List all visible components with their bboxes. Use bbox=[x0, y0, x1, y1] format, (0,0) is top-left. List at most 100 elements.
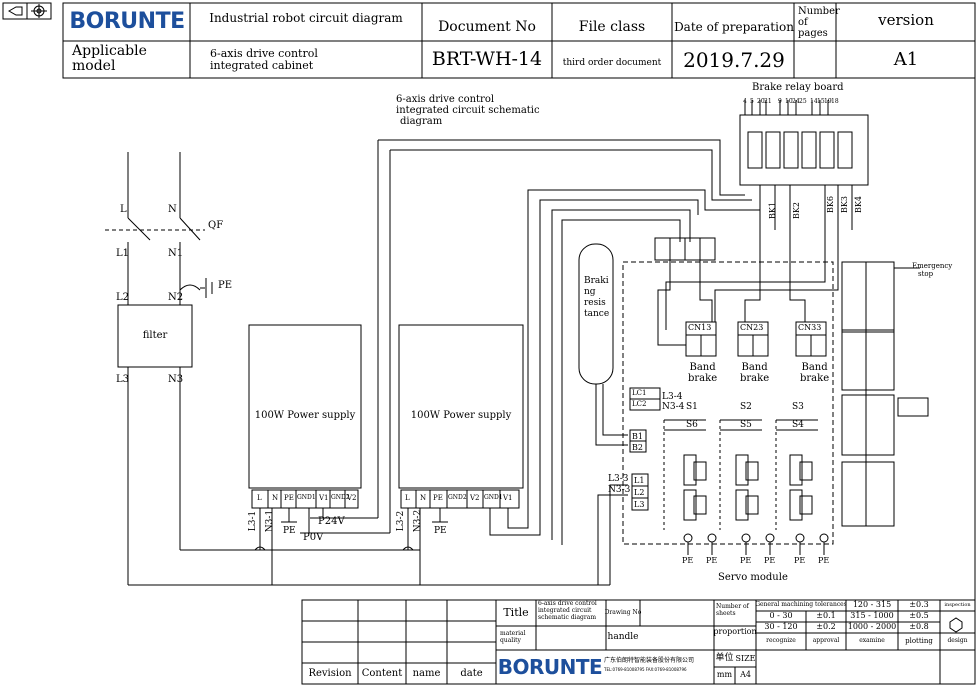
l1-label: L1 bbox=[116, 248, 130, 259]
tb-recognize: recognize bbox=[766, 637, 796, 645]
tb-tol-r1c2: ±0.1 bbox=[816, 611, 836, 621]
tb-proportion: proportion bbox=[713, 626, 757, 636]
power-supply-2: 100W Power supply bbox=[410, 409, 512, 421]
tb-material: material quality bbox=[500, 630, 526, 644]
relay-pin-14: 14 bbox=[810, 98, 818, 105]
tb-unit: 单位 bbox=[715, 653, 734, 664]
tb-title-value: 6-axis drive control integrated circuit … bbox=[538, 600, 597, 621]
servo-pe-6: PE bbox=[818, 556, 830, 565]
l3-label: L3 bbox=[116, 374, 130, 385]
relay-pin-19: 19 bbox=[824, 98, 832, 105]
tb-tol-r1c4: ±0.5 bbox=[909, 611, 929, 621]
tb-unit-value: mm bbox=[716, 670, 733, 680]
bk4-label: BK4 bbox=[853, 196, 863, 213]
tb-revision: Revision bbox=[308, 667, 352, 679]
ps1-term-pe: PE bbox=[284, 494, 294, 502]
servo-pe-5: PE bbox=[794, 556, 806, 565]
tb-inspection: inspection bbox=[944, 601, 971, 608]
hexagon-icon bbox=[949, 617, 963, 633]
servo-l1: L1 bbox=[634, 476, 645, 485]
relay-pin-15: 15 bbox=[817, 98, 825, 105]
servo-l3: L3 bbox=[634, 500, 645, 509]
ps2-n-wire: N3-2 bbox=[413, 509, 424, 533]
brake-relay-board-label: Brake relay board bbox=[752, 82, 844, 93]
l33-label: L3-3 bbox=[608, 474, 629, 484]
l34-label: L3-4 bbox=[662, 392, 683, 402]
tb-size: SIZE bbox=[735, 653, 756, 663]
tb-name: name bbox=[412, 667, 441, 679]
schematic-title: 6-axis drive control integrated circuit … bbox=[396, 94, 540, 127]
n2-label: N2 bbox=[168, 292, 184, 303]
qf-label: QF bbox=[208, 220, 224, 231]
servo-pe-2: PE bbox=[706, 556, 718, 565]
ps1-term-gnd2: GND2 bbox=[331, 494, 350, 501]
ps1-term-n: N bbox=[272, 494, 279, 502]
tb-tol-r2c2: ±0.2 bbox=[816, 622, 836, 632]
s1-label: S1 bbox=[686, 402, 698, 412]
bk3-label: BK3 bbox=[839, 196, 849, 213]
ps1-term-l: L bbox=[257, 494, 262, 502]
n33-label: N3-3 bbox=[608, 485, 631, 495]
date-value: 2019.7.29 bbox=[683, 47, 785, 72]
document-title: Industrial robot circuit diagram bbox=[209, 10, 403, 25]
file-class-value: third order document bbox=[562, 58, 662, 69]
ps2-term-gnd2: GND2 bbox=[448, 494, 467, 501]
cn23-label: CN23 bbox=[740, 323, 764, 332]
tb-date: date bbox=[460, 667, 483, 679]
relay-pin-10: 10 bbox=[785, 98, 793, 105]
s5-label: S5 bbox=[740, 420, 752, 430]
s4-label: S4 bbox=[792, 420, 804, 430]
servo-pe-1: PE bbox=[682, 556, 694, 565]
ps2-term-v1: V1 bbox=[503, 494, 513, 502]
company-logo: BORUNTE bbox=[69, 9, 185, 35]
tb-title-label: Title bbox=[503, 606, 529, 620]
tb-drawing-no: Drawing No bbox=[604, 608, 642, 616]
relay-pin-18: 18 bbox=[831, 98, 839, 105]
relay-pin-25: 25 bbox=[799, 98, 807, 105]
relay-pin-20: 20 bbox=[757, 98, 765, 105]
tb-plotting: plotting bbox=[905, 636, 933, 645]
tb-logo: BORUNTE bbox=[497, 654, 603, 679]
ps1-term-gnd1: GND1 bbox=[297, 494, 316, 501]
date-label: Date of preparation bbox=[674, 19, 794, 34]
tb-content: Content bbox=[361, 667, 403, 679]
bk2-label: BK2 bbox=[791, 202, 801, 219]
n1-label: N1 bbox=[168, 248, 184, 259]
cn13-label: CN13 bbox=[688, 323, 712, 332]
b1-label: B1 bbox=[632, 432, 643, 441]
projection-icon bbox=[7, 6, 23, 16]
ps2-l-wire: L3-2 bbox=[396, 510, 407, 532]
tb-tol-r2c1: 30 - 120 bbox=[764, 622, 798, 632]
version-value: A1 bbox=[893, 48, 919, 70]
l2-label: L2 bbox=[116, 292, 130, 303]
p0v-label: P0V bbox=[303, 532, 324, 543]
tb-size-value: A4 bbox=[740, 670, 751, 680]
tb-approval: approval bbox=[812, 637, 840, 645]
bk6-label: BK6 bbox=[825, 196, 835, 213]
ps1-n-wire: N3-1 bbox=[265, 509, 276, 533]
relay-pin-21: 21 bbox=[764, 98, 772, 105]
tb-tol-r1c3: 315 - 1000 bbox=[850, 611, 894, 621]
tb-tol-r2c3: 1000 - 2000 bbox=[847, 622, 897, 632]
tb-tol-r1c1: 0 - 30 bbox=[769, 611, 793, 621]
relay-pin-5: 5 bbox=[750, 98, 754, 105]
ps2-term-n: N bbox=[420, 494, 427, 502]
s3-label: S3 bbox=[792, 402, 804, 412]
s2-label: S2 bbox=[740, 402, 752, 412]
applicable-label: Applicable model bbox=[72, 43, 147, 74]
tb-handle: handle bbox=[607, 632, 639, 643]
relay-pin-24: 24 bbox=[792, 98, 800, 105]
tb-design: design bbox=[947, 637, 968, 645]
filter-label: filter bbox=[142, 329, 168, 341]
p24v-label: P24V bbox=[318, 516, 345, 527]
servo-pe-3: PE bbox=[740, 556, 752, 565]
rail-n-label: N bbox=[168, 204, 177, 215]
tb-tol-top-range: 120 - 315 bbox=[852, 600, 892, 610]
rail-l-label: L bbox=[120, 204, 127, 215]
relay-pin-9: 9 bbox=[778, 98, 782, 105]
doc-no-label: Document No bbox=[438, 18, 536, 35]
pe-label: PE bbox=[218, 280, 233, 291]
servo-module-label: Servo module bbox=[718, 572, 788, 583]
